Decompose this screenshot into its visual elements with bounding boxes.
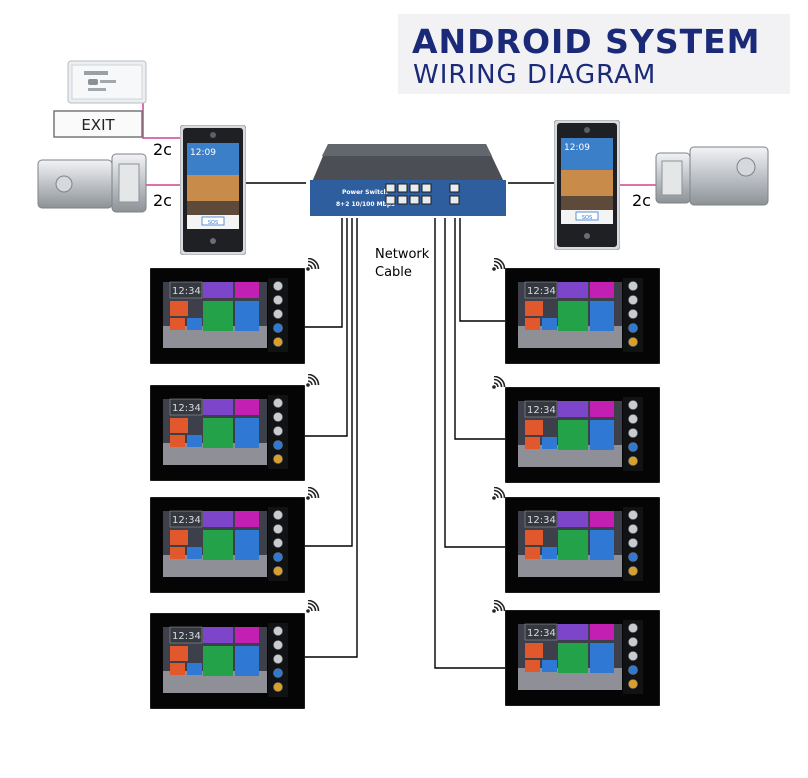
wire-label-left-bottom: 2c <box>153 191 172 210</box>
switch-port <box>385 195 396 205</box>
cable-line <box>454 218 505 440</box>
exit-label: EXIT <box>81 116 115 134</box>
cable-line <box>305 218 348 437</box>
monitor-time: 12:34 <box>527 515 556 526</box>
indoor-monitor-left-3: 12:34 <box>150 497 305 593</box>
switch-port <box>397 195 408 205</box>
switch-port <box>449 183 460 193</box>
monitor-time: 12:34 <box>527 405 556 416</box>
switch-port <box>385 183 396 193</box>
network-label-line1: Network <box>375 247 430 262</box>
wire-label-right: 2c <box>632 191 651 210</box>
network-cable-label: Network Cable <box>375 246 429 282</box>
switch-port <box>397 183 408 193</box>
monitor-time: 12:34 <box>527 286 556 297</box>
monitor-time: 12:34 <box>172 403 201 414</box>
indoor-monitor-right-1: 12:34 <box>505 268 660 364</box>
diagram-title: ANDROID SYSTEM <box>412 22 761 61</box>
switch-spec: 8+2 10/100 Mbps <box>336 201 395 208</box>
switch-port <box>409 183 420 193</box>
wifi-icon <box>306 487 320 500</box>
switch-port <box>421 183 432 193</box>
station-time: 12:09 <box>190 148 216 158</box>
indoor-monitor-right-4: 12:34 <box>505 610 660 706</box>
cable-line <box>459 218 505 322</box>
wifi-icon <box>492 258 506 271</box>
cable-line <box>305 218 358 658</box>
switch-port <box>409 195 420 205</box>
monitor-time: 12:34 <box>172 515 201 526</box>
wire-label-left-top: 2c <box>153 140 172 159</box>
diagram-subtitle: WIRING DIAGRAM <box>413 60 657 90</box>
indoor-monitor-left-2: 12:34 <box>150 385 305 481</box>
electric-lock-icon-left <box>37 153 147 213</box>
door-station-right: 12:09 SOS <box>554 120 620 250</box>
cable-line <box>305 218 353 547</box>
sos-button: SOS <box>208 220 218 226</box>
wifi-icon <box>306 374 320 387</box>
indoor-monitor-right-2: 12:34 <box>505 387 660 483</box>
electric-lock-icon-right <box>655 146 769 206</box>
indoor-monitor-left-4: 12:34 <box>150 613 305 709</box>
wifi-icon <box>306 600 320 613</box>
title-banner <box>398 14 790 94</box>
network-label-line2: Cable <box>375 265 412 280</box>
wifi-icon <box>306 258 320 271</box>
door-station-left: 12:09 SOS <box>180 125 246 255</box>
wifi-icon <box>492 487 506 500</box>
cable-line <box>434 218 505 669</box>
cable-line <box>444 218 505 548</box>
indoor-monitor-right-3: 12:34 <box>505 497 660 593</box>
monitor-time: 12:34 <box>172 286 201 297</box>
wifi-icon <box>492 376 506 389</box>
switch-port <box>449 195 460 205</box>
exit-button-icon: EXIT <box>53 60 147 138</box>
cable-line <box>305 218 343 328</box>
network-switch-icon: Power Switch 8+2 10/100 Mbps <box>310 144 506 216</box>
switch-name: Power Switch <box>342 189 388 196</box>
wifi-icon <box>492 600 506 613</box>
sos-button: SOS <box>582 215 592 221</box>
indoor-monitor-left-1: 12:34 <box>150 268 305 364</box>
monitor-time: 12:34 <box>527 628 556 639</box>
station-time: 12:09 <box>564 143 590 153</box>
switch-port <box>421 195 432 205</box>
monitor-time: 12:34 <box>172 631 201 642</box>
